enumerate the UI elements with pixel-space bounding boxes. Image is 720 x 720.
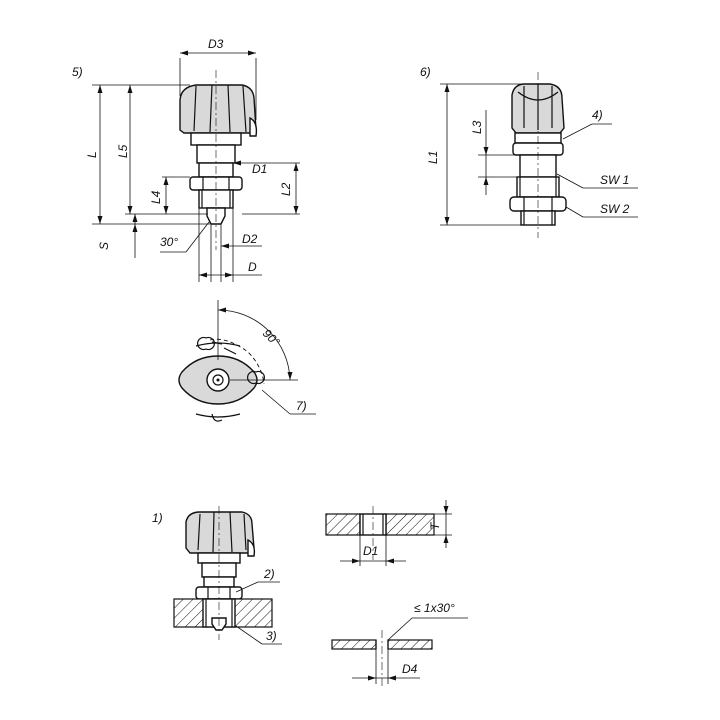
dim-label-l5: L5 — [116, 144, 130, 158]
view-6-side-drawing: 6) L1 L3 4) SW 1 — [420, 65, 638, 238]
dim-label-chamfer: ≤ 1x30° — [414, 601, 455, 615]
dim-label-d1-plate: D1 — [363, 544, 378, 558]
knob-body-1 — [185, 511, 255, 554]
view-1-mounted-drawing: 1) 2) 3) — [152, 506, 282, 645]
dim-label-angle-90: 90° — [260, 326, 283, 349]
callout-7: 7) — [296, 399, 307, 413]
label-sw1: SW 1 — [600, 173, 629, 187]
callout-3: 3) — [266, 629, 277, 643]
dim-label-d1: D1 — [252, 162, 267, 176]
dim-label-angle-30: 30° — [160, 235, 178, 249]
dim-label-d4: D4 — [402, 662, 418, 676]
label-sw2: SW 2 — [600, 202, 630, 216]
dim-label-t: T — [428, 521, 442, 530]
callout-4: 4) — [592, 108, 603, 122]
knob-grip-lines — [193, 84, 247, 133]
dim-label-d2: D2 — [242, 232, 258, 246]
knob-body — [179, 84, 257, 134]
dim-label-d3: D3 — [208, 37, 224, 51]
knob-tip — [249, 116, 258, 137]
view-5-marker: 5) — [72, 65, 83, 79]
washer-section-drawing: ≤ 1x30° D4 — [331, 601, 468, 688]
callout-2: 2) — [263, 567, 275, 581]
dim-label-l1: L1 — [426, 151, 440, 164]
view-5-side-drawing: 5) D3 L L5 — [72, 37, 300, 282]
view-1-marker: 1) — [152, 511, 163, 525]
dim-label-l3: L3 — [470, 120, 484, 134]
dim-label-l4: L4 — [149, 190, 163, 204]
dim-label-s: S — [97, 242, 111, 250]
rotated-position-outline — [209, 338, 265, 385]
plate-section-drawing: T D1 — [325, 500, 452, 566]
dim-label-d: D — [248, 260, 257, 274]
dim-label-l: L — [85, 151, 99, 158]
top-view-drawing: 90° 7) — [178, 300, 316, 422]
rotation-arc-90 — [217, 309, 291, 381]
view-6-marker: 6) — [420, 65, 431, 79]
dim-label-l2: L2 — [279, 182, 293, 196]
